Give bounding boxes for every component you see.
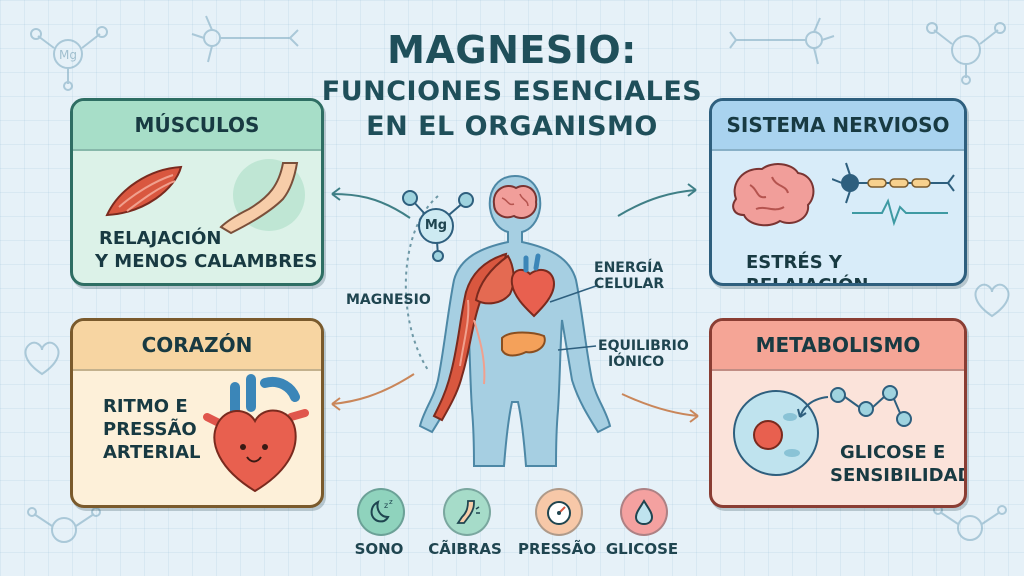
card-nervioso-heading: SISTEMA NERVIOSO [712, 101, 964, 151]
neuron-deco-right-icon [729, 17, 835, 65]
card-musculos: MÚSCULOS RELAJACIÓN Y MENOS CALAMBRES [70, 98, 324, 286]
card-musculos-heading: MÚSCULOS [73, 101, 321, 151]
sono-label: SONO [354, 540, 404, 558]
equilibrio-line1: EQUILIBRIO [598, 338, 689, 354]
heart-deco-icon [24, 341, 60, 376]
human-body-figure [418, 174, 612, 467]
card-corazon-text: RITMO E PRESSÃO ARTERIAL [103, 395, 201, 464]
card-sistema-nervioso: SISTEMA NERVIOSO ESTRÉS Y RELAJACIÓN [709, 98, 967, 286]
glicose-label: GLICOSE [605, 540, 679, 558]
moon-sleep-icon: z z [370, 498, 393, 523]
svg-text:z: z [384, 501, 388, 510]
leg-cramp-icon [456, 500, 480, 524]
deco-mg-text: Mg [59, 48, 77, 62]
molecule-deco-icon: Mg [30, 26, 108, 91]
title-line-3: EN EL ORGANISMO [366, 111, 658, 143]
card-corazon: CORAZÓN RITMO E PRESSÃO ARTERIAL [70, 318, 324, 508]
card-corazon-heading: CORAZÓN [73, 321, 321, 371]
glicose-icon [620, 488, 668, 536]
brain-icon [732, 163, 815, 227]
energia-celular-label: ENERGÍA CELULAR [594, 260, 664, 292]
magnesio-label: MAGNESIO [346, 292, 431, 308]
molecule-deco-bottom-icon [27, 507, 101, 543]
equilibrio-line2: IÓNICO [608, 354, 665, 371]
neuron-deco-icon [191, 15, 299, 63]
energia-line2: CELULAR [594, 276, 665, 293]
card-metabolismo-line1: GLICOSE E [840, 442, 946, 463]
card-metabolismo-line2: SENSIBILIDADE [830, 465, 964, 487]
heart-deco-right-icon [974, 283, 1010, 318]
caibras-label: CÃIBRAS [428, 540, 502, 558]
title-line-2: FUNCIONES ESENCIALES [321, 76, 703, 108]
card-corazon-line1: RITMO E [103, 396, 188, 417]
card-corazon-line2: PRESSÃO [103, 419, 197, 441]
svg-text:z: z [389, 498, 393, 506]
page-title: MAGNESIO: FUNCIONES ESENCIALES EN EL ORG… [312, 28, 712, 143]
molecule-deco-right-icon [926, 22, 1006, 85]
card-musculos-line1: RELAJACIÓN [99, 228, 222, 249]
heart-icon [203, 374, 309, 493]
gauge-icon [547, 501, 571, 525]
card-nervioso-text: ESTRÉS Y RELAJACIÓN [746, 252, 869, 286]
cell-icon [733, 385, 912, 476]
equilibrio-ionico-label: EQUILIBRIO IÓNICO [598, 338, 689, 370]
label-pointer-lines [549, 285, 597, 351]
leg-icon [219, 159, 305, 235]
pressao-label: PRESSÃO [517, 540, 597, 558]
mg-badge-label: Mg [424, 218, 448, 233]
neuron-icon [832, 162, 955, 227]
card-metabolismo: METABOLISMO GLICOSE E SENSIBILIDADE [709, 318, 967, 508]
caibras-icon [443, 488, 491, 536]
energia-line1: ENERGÍA [594, 260, 664, 276]
card-musculos-text: RELAJACIÓN Y MENOS CALAMBRES [95, 227, 317, 273]
mg-molecule-icon [402, 190, 474, 262]
drop-icon [634, 499, 654, 526]
title-line-1: MAGNESIO: [387, 28, 637, 72]
card-corazon-line3: ARTERIAL [103, 442, 201, 464]
sono-icon: z z [357, 488, 405, 536]
muscle-icon [105, 165, 183, 217]
pressao-icon [535, 488, 583, 536]
connector-arrows [331, 183, 699, 423]
card-metabolismo-text: GLICOSE E SENSIBILIDADE [830, 441, 964, 487]
card-metabolismo-heading: METABOLISMO [712, 321, 964, 371]
card-musculos-line2: Y MENOS CALAMBRES [95, 251, 318, 273]
